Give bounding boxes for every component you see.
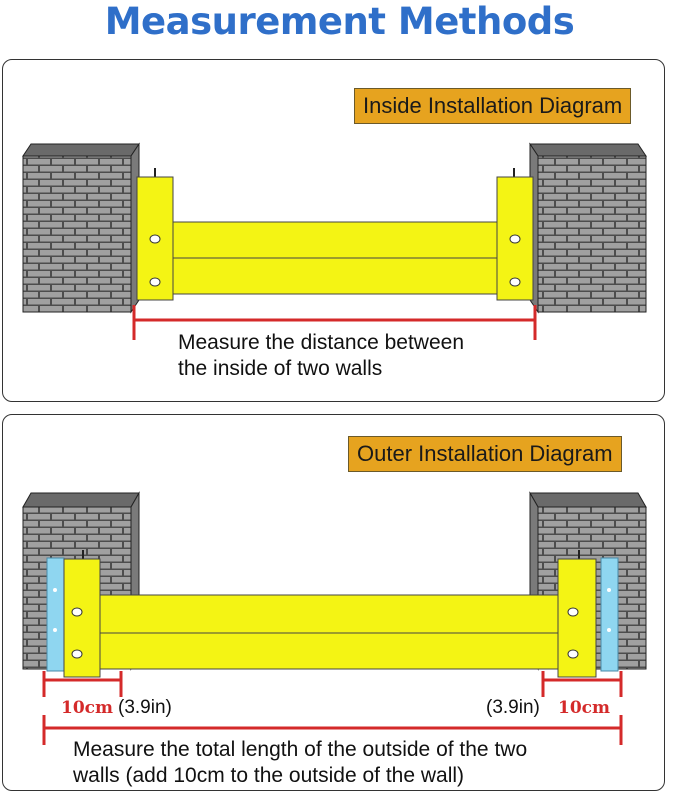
inside-caption-line-2: the inside of two walls <box>178 357 383 380</box>
right-brick-wall <box>529 142 647 314</box>
right-spacer-cm-label: 10cm <box>558 698 610 718</box>
left-spacer-cm-label: 10cm <box>61 698 113 718</box>
inside-diagram <box>22 142 647 340</box>
right-spacer-inch-label: (3.9in) <box>486 697 540 718</box>
inside-installation-panel: Inside Installation Diagram Measure the … <box>2 59 665 402</box>
inside-installation-label: Inside Installation Diagram <box>354 88 632 124</box>
outer-measure-line <box>42 715 623 745</box>
outer-caption-line-2: walls (add 10cm to the outside of the wa… <box>73 764 465 787</box>
outer-caption-line-1: Measure the total length of the outside … <box>73 738 528 761</box>
outer-diagram <box>22 491 647 745</box>
outer-installation-panel: Outer Installation Diagram 10cm (3.9in) … <box>2 414 665 791</box>
outer-installation-label: Outer Installation Diagram <box>348 436 622 472</box>
baby-gate <box>63 550 597 678</box>
left-brick-wall <box>22 142 140 314</box>
inside-measure-line <box>132 305 537 340</box>
wall-spacer-blocks <box>46 557 619 672</box>
baby-gate <box>136 168 534 301</box>
spacer-measure-lines <box>42 671 623 697</box>
left-spacer-inch-label: (3.9in) <box>118 697 172 718</box>
inside-caption-line-1: Measure the distance between <box>178 331 465 354</box>
page-title: Measurement Methods <box>104 0 575 43</box>
